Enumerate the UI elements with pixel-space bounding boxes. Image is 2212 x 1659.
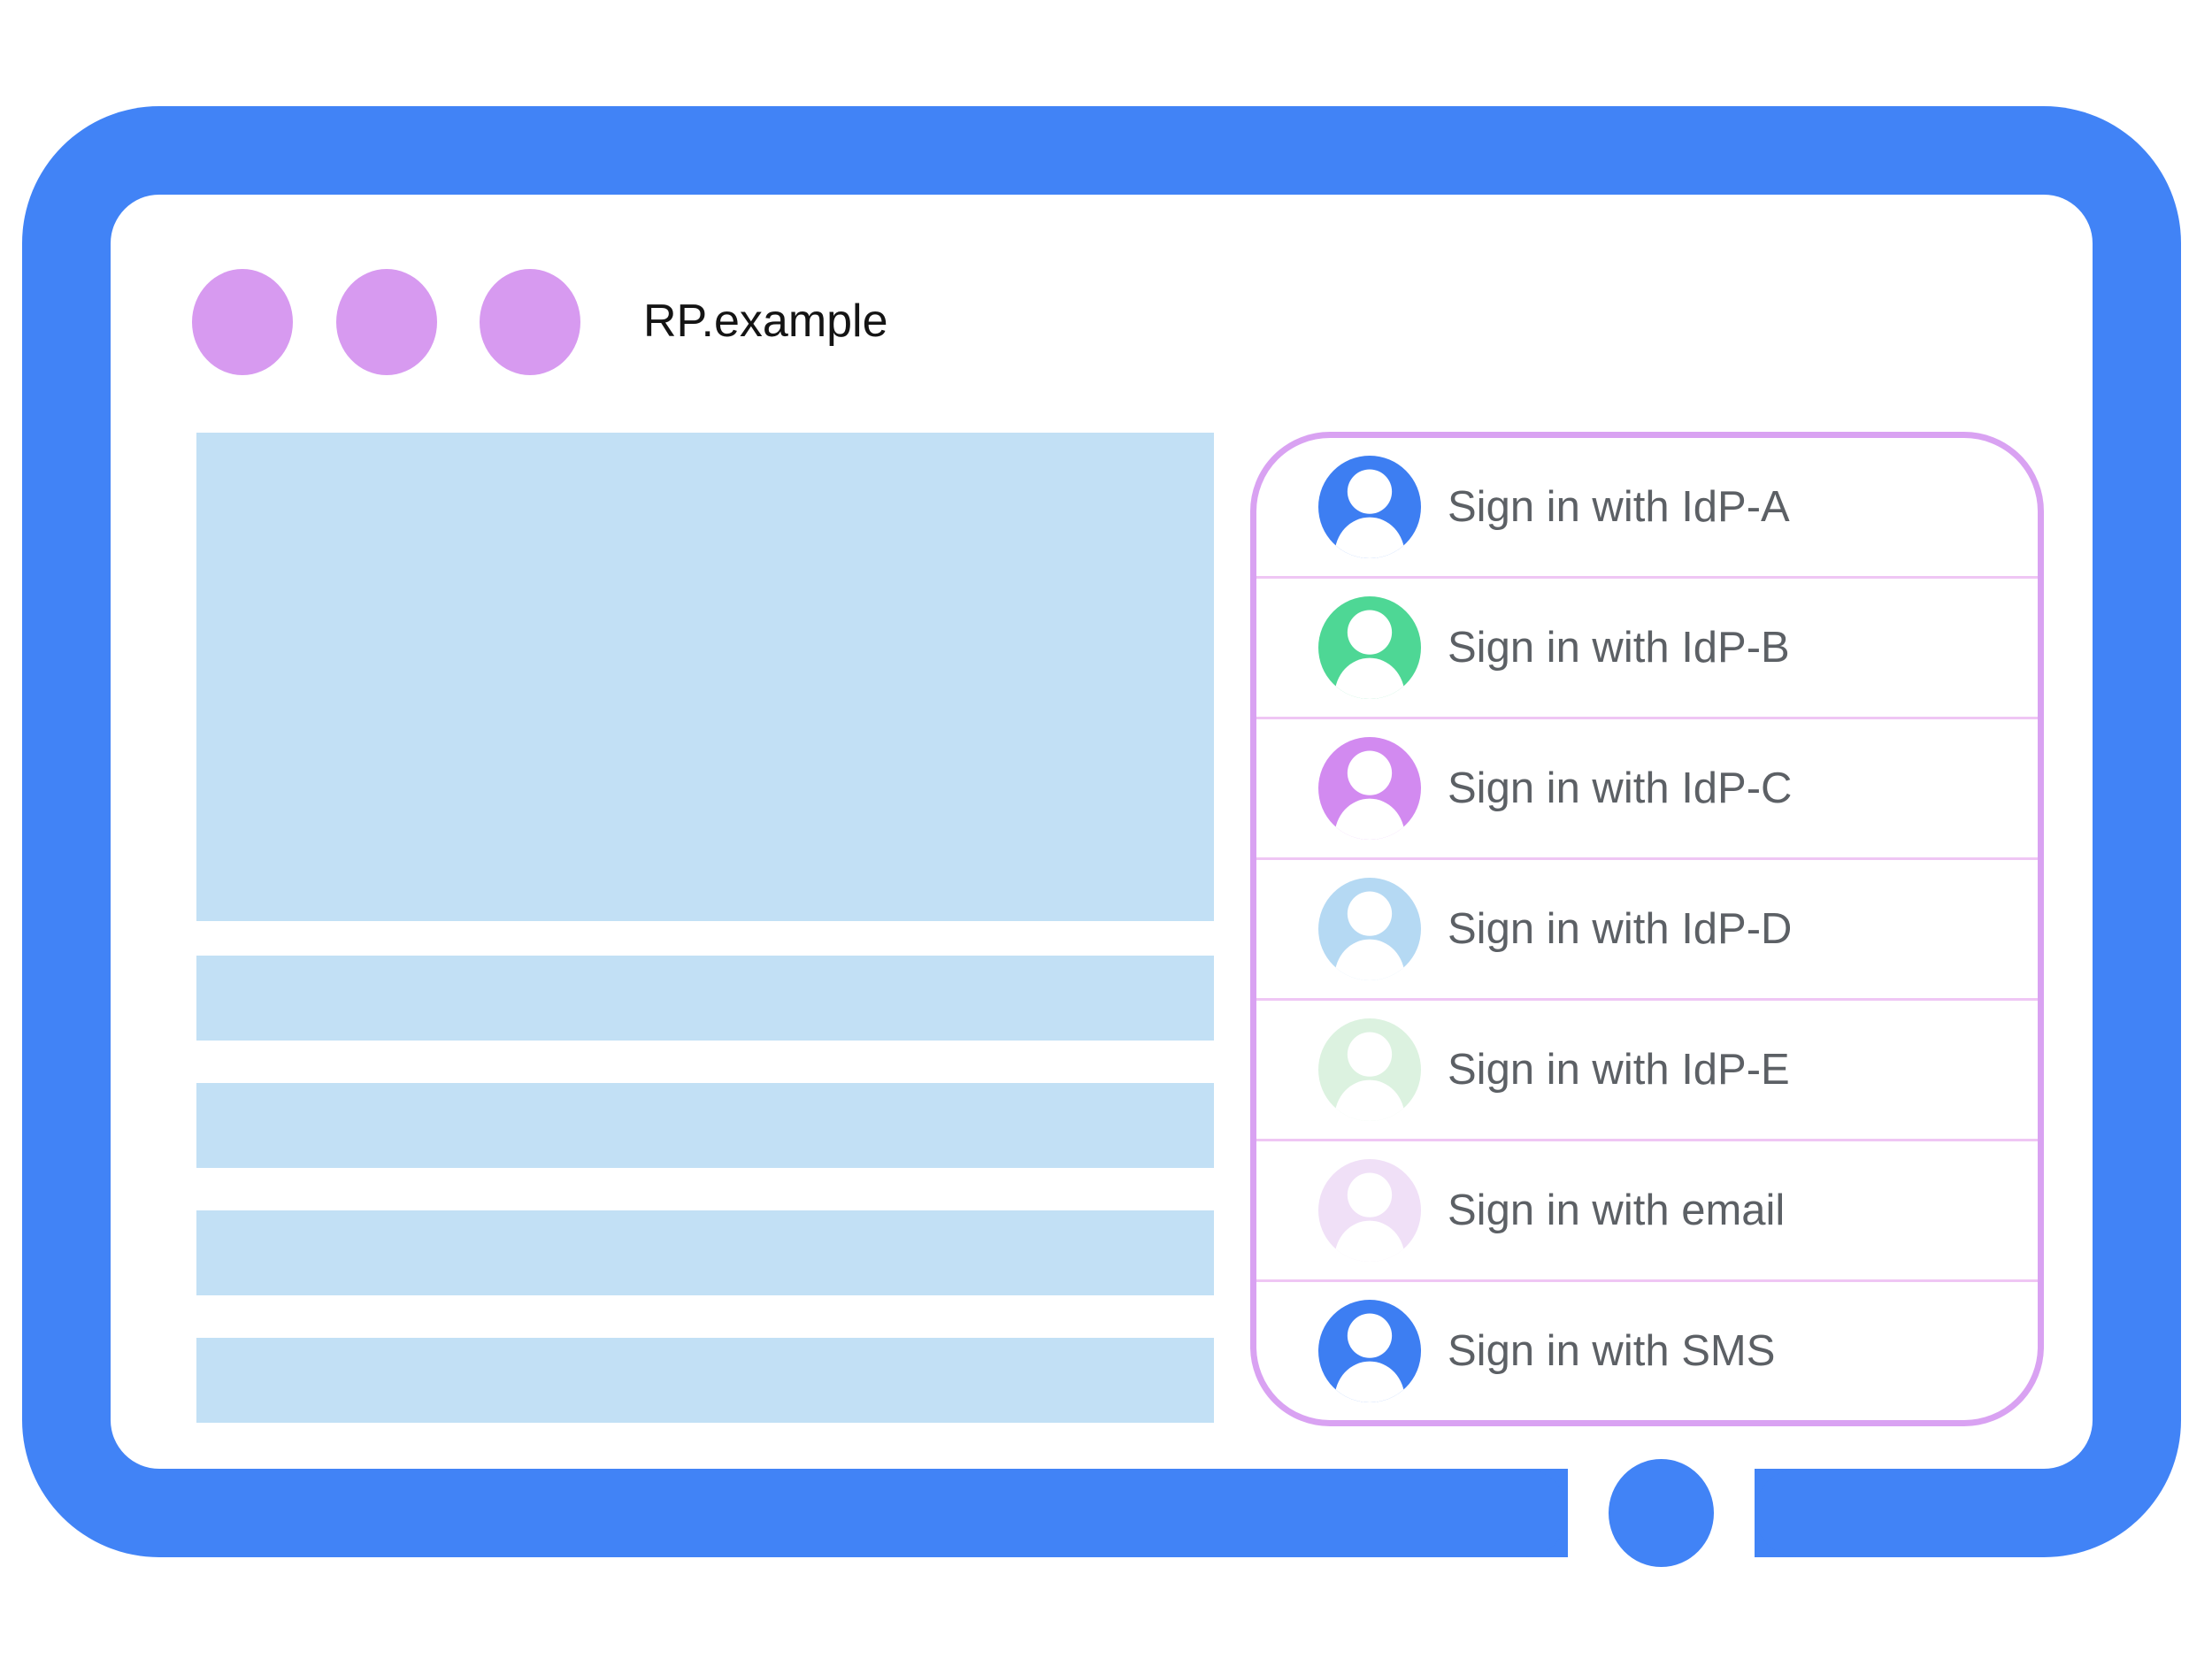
signin-option-email[interactable]: Sign in with email [1256,1139,2038,1279]
signin-option-sms[interactable]: Sign in with SMS [1256,1279,2038,1420]
user-avatar-icon [1318,878,1421,980]
signin-option-label: Sign in with IdP-A [1448,483,1790,531]
home-button-circle [1609,1459,1714,1567]
content-placeholder-bar [196,1083,1214,1168]
content-placeholder-bar [196,956,1214,1041]
user-avatar-icon [1318,1159,1421,1262]
browser-screen: RP.example Sign in with IdP-A [111,195,2093,1469]
frame-bottom-bar-right-cap [1755,1469,1863,1557]
frame-bottom-bar-left-cap [1460,1469,1568,1557]
signin-option-idp-c[interactable]: Sign in with IdP-C [1256,717,2038,857]
signin-option-idp-a[interactable]: Sign in with IdP-A [1256,438,2038,576]
window-control-dot [336,269,437,375]
window-control-dot [192,269,293,375]
signin-option-label: Sign in with IdP-C [1448,764,1793,812]
signin-option-idp-e[interactable]: Sign in with IdP-E [1256,998,2038,1139]
content-placeholder-bar [196,1210,1214,1295]
signin-option-label: Sign in with email [1448,1187,1786,1234]
signin-option-idp-d[interactable]: Sign in with IdP-D [1256,857,2038,998]
signin-option-label: Sign in with IdP-D [1448,905,1793,953]
page-title: RP.example [643,296,888,347]
user-avatar-icon [1318,456,1421,558]
window-control-dot [480,269,580,375]
signin-option-label: Sign in with IdP-E [1448,1046,1790,1094]
signin-option-label: Sign in with IdP-B [1448,624,1790,672]
signin-option-label: Sign in with SMS [1448,1327,1776,1375]
signin-dialog: Sign in with IdP-A Sign in with IdP-B [1250,432,2044,1426]
browser-frame: RP.example Sign in with IdP-A [22,106,2181,1557]
user-avatar-icon [1318,737,1421,840]
user-avatar-icon [1318,596,1421,699]
signin-option-idp-b[interactable]: Sign in with IdP-B [1256,576,2038,717]
user-avatar-icon [1318,1018,1421,1121]
user-avatar-icon [1318,1300,1421,1402]
content-placeholder-bar [196,1338,1214,1423]
content-placeholder-block [196,433,1214,921]
